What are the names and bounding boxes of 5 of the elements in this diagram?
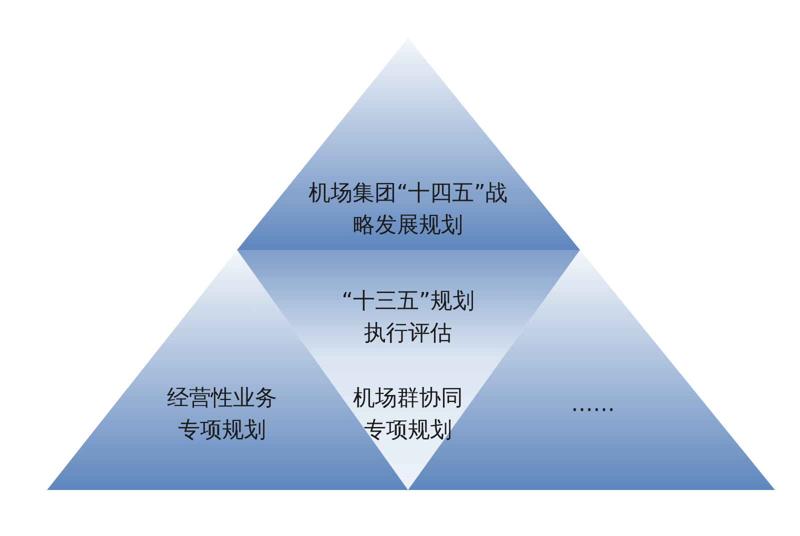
triangle-label: 机场群协同专项规划 [352, 385, 464, 445]
triangle-label: …… [570, 391, 616, 419]
triangle-label: “十三五”规划执行评估 [340, 288, 476, 348]
triangle-label: 机场集团“十四五”战略发展规划 [308, 180, 508, 240]
triangle-label: 经营性业务专项规划 [166, 385, 278, 445]
